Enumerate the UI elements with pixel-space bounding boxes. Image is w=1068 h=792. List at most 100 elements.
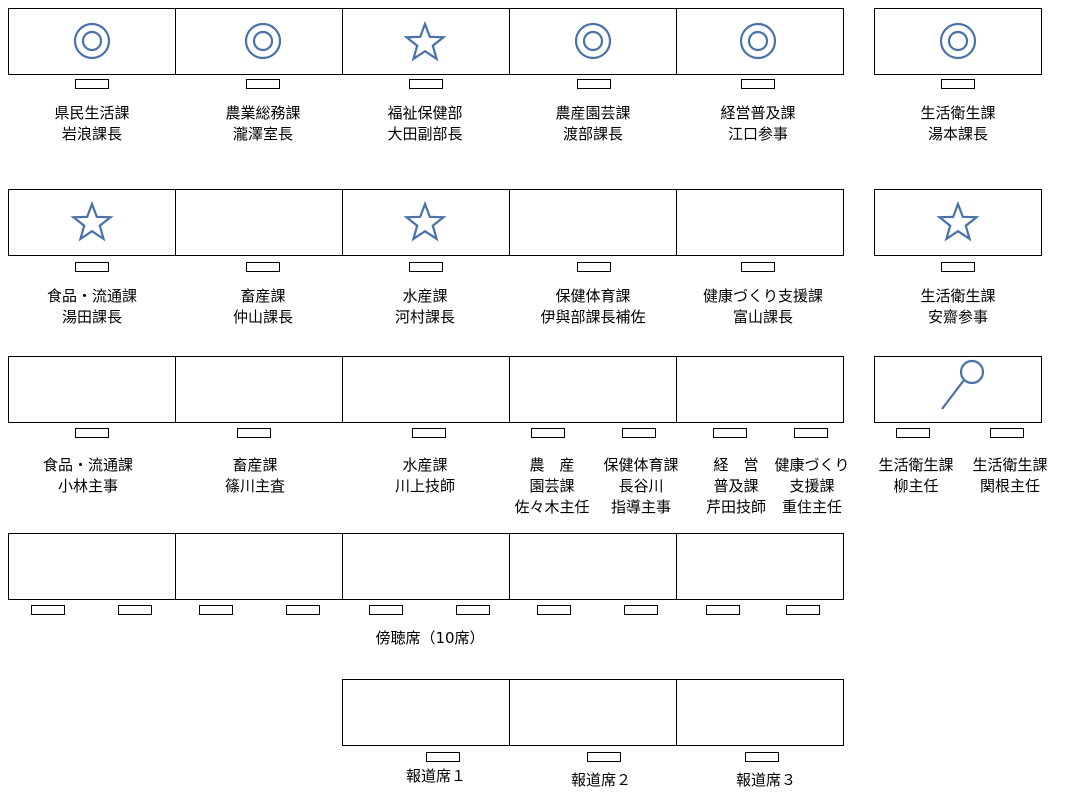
name-plate bbox=[624, 605, 658, 615]
person: 湯本課長 bbox=[927, 125, 989, 143]
seat-label: 食品・流通課湯田課長 bbox=[47, 286, 137, 328]
department: 畜産課 bbox=[240, 287, 286, 305]
desk bbox=[342, 8, 510, 75]
star-icon bbox=[403, 20, 447, 63]
person: 富山課長 bbox=[732, 308, 794, 326]
desk bbox=[874, 189, 1042, 256]
person: 渡部課長 bbox=[562, 125, 624, 143]
person: 伊與部課長補佐 bbox=[540, 308, 646, 326]
person: 篠川主査 bbox=[224, 477, 286, 495]
name-plate bbox=[426, 752, 460, 762]
name-plate bbox=[741, 262, 775, 272]
person: 柳主任 bbox=[893, 477, 939, 495]
press-desk bbox=[342, 679, 510, 746]
department: 保健体育課 bbox=[555, 287, 631, 305]
gallery-desk bbox=[342, 533, 510, 600]
name-plate bbox=[286, 605, 320, 615]
department: 生活衛生課 bbox=[920, 287, 996, 305]
desk bbox=[8, 356, 176, 423]
seat-label: 水産課河村課長 bbox=[395, 286, 455, 328]
gallery-desk bbox=[175, 533, 343, 600]
name-plate bbox=[31, 605, 65, 615]
department: 経 営 bbox=[713, 456, 759, 474]
gallery-label: 傍聴席（10席） bbox=[375, 629, 485, 647]
person: 関根主任 bbox=[979, 477, 1041, 495]
department: 食品・流通課 bbox=[42, 456, 134, 474]
department: 健康づくり支援課 bbox=[702, 287, 824, 305]
desk bbox=[342, 356, 510, 423]
name-plate bbox=[941, 79, 975, 89]
desk bbox=[676, 356, 844, 423]
person: 安齋参事 bbox=[927, 308, 989, 326]
person: 小林主事 bbox=[57, 477, 119, 495]
name-plate bbox=[941, 262, 975, 272]
desk bbox=[676, 8, 844, 75]
desk bbox=[175, 356, 343, 423]
department: 普及課 bbox=[713, 477, 759, 495]
seat-label: 県民生活課岩浪課長 bbox=[54, 103, 129, 145]
name-plate bbox=[409, 262, 443, 272]
person: 長谷川 bbox=[618, 477, 664, 495]
seat-label: 経 営普及課芹田技師 bbox=[706, 455, 766, 518]
name-plate bbox=[896, 428, 930, 438]
name-plate bbox=[75, 79, 109, 89]
name-plate bbox=[990, 428, 1024, 438]
department: 生活衛生課 bbox=[972, 456, 1048, 474]
double-circle-icon bbox=[573, 21, 613, 61]
person: 江口参事 bbox=[727, 125, 789, 143]
press-desk bbox=[509, 679, 677, 746]
name-plate bbox=[237, 428, 271, 438]
seat-label: 健康づくり支援課重住主任 bbox=[774, 455, 849, 518]
press-label: 報道席３ bbox=[735, 771, 797, 789]
name-plate bbox=[246, 79, 280, 89]
desk bbox=[342, 189, 510, 256]
department: 水産課 bbox=[402, 456, 448, 474]
name-plate bbox=[369, 605, 403, 615]
seat-label: 経営普及課江口参事 bbox=[720, 103, 795, 145]
person: 瀧澤室長 bbox=[232, 125, 294, 143]
desk bbox=[8, 8, 176, 75]
name-plate bbox=[199, 605, 233, 615]
seat-label: 水産課川上技師 bbox=[395, 455, 455, 497]
seat-label: 畜産課篠川主査 bbox=[225, 455, 285, 497]
person: 仲山課長 bbox=[232, 308, 294, 326]
desk bbox=[175, 189, 343, 256]
name-plate bbox=[622, 428, 656, 438]
department: 支援課 bbox=[789, 477, 835, 495]
name-plate bbox=[246, 262, 280, 272]
seat-label: 生活衛生課安齋参事 bbox=[920, 286, 995, 328]
department: 経営普及課 bbox=[720, 104, 796, 122]
double-circle-icon bbox=[738, 21, 778, 61]
desk bbox=[676, 189, 844, 256]
department: 園芸課 bbox=[529, 477, 575, 495]
name-plate bbox=[741, 79, 775, 89]
press-label: 報道席１ bbox=[405, 767, 467, 785]
name-plate bbox=[786, 605, 820, 615]
name-plate bbox=[75, 428, 109, 438]
name-plate bbox=[713, 428, 747, 438]
person: 指導主事 bbox=[610, 498, 672, 516]
seat-label: 農産園芸課渡部課長 bbox=[555, 103, 630, 145]
gallery-desk bbox=[509, 533, 677, 600]
department: 食品・流通課 bbox=[46, 287, 138, 305]
person: 湯田課長 bbox=[61, 308, 123, 326]
star-icon bbox=[403, 200, 447, 243]
double-circle-icon bbox=[72, 21, 112, 61]
department: 県民生活課 bbox=[54, 104, 130, 122]
double-circle-icon bbox=[938, 21, 978, 61]
person: 重住主任 bbox=[781, 498, 843, 516]
department: 生活衛生課 bbox=[920, 104, 996, 122]
desk bbox=[8, 189, 176, 256]
person: 川上技師 bbox=[394, 477, 456, 495]
seat-label: 健康づくり支援課富山課長 bbox=[703, 286, 823, 328]
person: 芹田技師 bbox=[705, 498, 767, 516]
seat-label: 食品・流通課小林主事 bbox=[43, 455, 133, 497]
seat-label: 農 産園芸課佐々木主任 bbox=[514, 455, 589, 518]
department: 農 産 bbox=[529, 456, 575, 474]
magnifier-icon bbox=[928, 359, 988, 419]
seat-label: 畜産課仲山課長 bbox=[233, 286, 293, 328]
department: 畜産課 bbox=[232, 456, 278, 474]
seat-label: 保健体育課長谷川指導主事 bbox=[603, 455, 678, 518]
seat-label: 生活衛生課関根主任 bbox=[972, 455, 1047, 497]
desk bbox=[509, 8, 677, 75]
